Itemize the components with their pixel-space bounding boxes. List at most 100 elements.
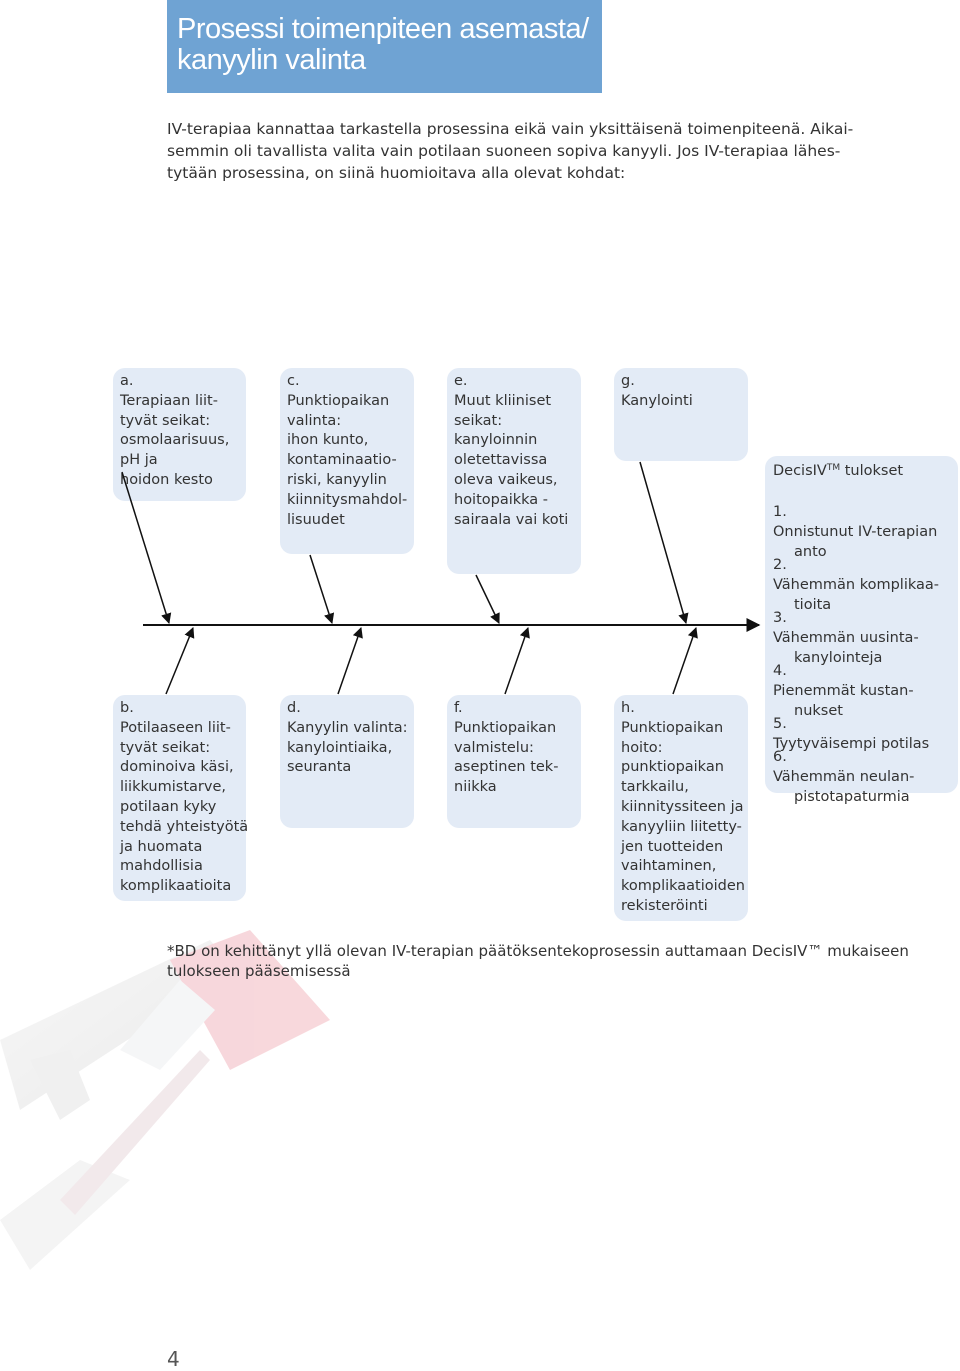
factor-box-e: e. Muut kliiniset seikat: kanyloinnin ol… <box>447 368 581 574</box>
factor-text: kiinnitysmahdol- <box>287 491 408 508</box>
result-number: 3. <box>773 610 787 626</box>
factor-text: osmolaarisuus, <box>120 432 230 449</box>
branch-arrow-f <box>504 627 530 695</box>
result-text: pistotapaturmia <box>794 789 910 805</box>
factor-text: lisuudet <box>287 511 345 528</box>
result-text: Tyytyväisempi potilas <box>773 736 930 752</box>
factor-letter: e. <box>454 373 468 389</box>
result-item: 5. Tyytyväisempi potilas <box>773 714 929 754</box>
result-text: Vähemmän neulan- <box>773 769 915 785</box>
factor-letter: h. <box>621 700 635 716</box>
result-text: Vähemmän uusinta- <box>773 630 919 646</box>
results-title-text: DecisIV <box>773 463 827 479</box>
factor-text: kontaminaatio- <box>287 452 397 469</box>
factor-text: niikka <box>454 779 497 796</box>
branch-arrow-h <box>672 627 698 695</box>
factor-text: ihon kunto, <box>287 432 369 449</box>
factor-letter: c. <box>287 373 300 389</box>
factor-text: tehdä yhteistyötä <box>120 818 249 835</box>
result-item: 1. Onnistunut IV-terapian anto <box>773 502 937 562</box>
branch-arrow-b <box>165 627 195 695</box>
factor-text: rekisteröinti <box>621 897 708 914</box>
result-text: anto <box>794 544 827 560</box>
factor-text: Punktiopaikan <box>621 719 724 736</box>
branch-arrow-e <box>475 574 500 624</box>
factor-text: hoitopaikka - <box>454 491 549 508</box>
factor-text: tarkkailu, <box>621 779 689 796</box>
result-text: Onnistunut IV-terapian <box>773 524 938 540</box>
footnote-line: *BD on kehittänyt yllä olevan IV-terapia… <box>167 942 909 960</box>
factor-text: jen tuotteiden <box>621 838 724 855</box>
factor-text: dominoiva käsi, <box>120 759 234 776</box>
factor-text: Kanylointi <box>621 392 693 409</box>
title-line-2: kanyylin valinta <box>177 44 366 76</box>
factor-text: aseptinen tek- <box>454 759 559 776</box>
result-item: 4. Pienemmät kustan- nukset <box>773 661 914 721</box>
factor-text: kanylointiaika, <box>287 739 393 756</box>
factor-text: seikat: <box>454 412 503 429</box>
factor-text: Potilaaseen liit- <box>120 719 231 736</box>
factor-text: ja huomata <box>120 838 203 855</box>
factor-text: liikkumistarve, <box>120 779 226 796</box>
page-number: 4 <box>167 1347 180 1371</box>
factor-letter: d. <box>287 700 301 716</box>
factor-text: tyvät seikat: <box>120 412 211 429</box>
footnote: *BD on kehittänyt yllä olevan IV-terapia… <box>167 941 909 981</box>
factor-letter: g. <box>621 373 635 389</box>
factor-box-c: c. Punktiopaikan valinta: ihon kunto, ko… <box>280 368 414 554</box>
factor-text: valmistelu: <box>454 739 534 756</box>
footnote-line: tulokseen pääsemisessä <box>167 962 351 980</box>
results-title-suffix: tulokset <box>840 463 904 479</box>
factor-text: potilaan kyky <box>120 798 217 815</box>
factor-text: pH ja <box>120 452 158 469</box>
result-text: Vähemmän komplikaa- <box>773 577 940 593</box>
factor-text: Punktiopaikan <box>454 719 557 736</box>
result-text: kanylointeja <box>794 650 883 666</box>
intro-paragraph: IV-terapiaa kannattaa tarkastella proses… <box>167 118 867 184</box>
factor-text: oleva vaikeus, <box>454 471 558 488</box>
factor-text: hoito: <box>621 739 663 756</box>
cannula-image <box>0 930 330 1270</box>
result-number: 4. <box>773 663 787 679</box>
title-banner: Prosessi toimenpiteen asemasta/ kanyylin… <box>167 0 602 93</box>
factor-box-a: a. Terapiaan liit- tyvät seikat: osmolaa… <box>113 368 246 501</box>
factor-text: oletettavissa <box>454 452 548 469</box>
factor-box-b: b. Potilaaseen liit- tyvät seikat: domin… <box>113 695 249 901</box>
factor-text: vaihtaminen, <box>621 858 717 875</box>
factor-text: kiinnityssiteen ja <box>621 798 744 815</box>
trademark-mark: TM <box>826 463 841 473</box>
result-number: 1. <box>773 504 787 520</box>
result-number: 5. <box>773 716 787 732</box>
branch-arrow-c <box>309 554 335 624</box>
branch-arrow-d <box>337 627 363 695</box>
factor-text: mahdollisia <box>120 858 203 875</box>
factor-box-f: f. Punktiopaikan valmistelu: aseptinen t… <box>447 695 581 828</box>
factor-text: punktiopaikan <box>621 759 724 776</box>
factor-text: Kanyylin valinta: <box>287 719 408 736</box>
factor-text: seuranta <box>287 759 352 776</box>
results-box: DecisIVTM tulokset 1. Onnistunut IV-tera… <box>765 456 958 805</box>
factor-letter: f. <box>454 700 463 716</box>
factor-box-h: h. Punktiopaikan hoito: punktiopaikan ta… <box>614 695 748 921</box>
factor-text: kanyloinnin <box>454 432 538 449</box>
result-number: 2. <box>773 557 787 573</box>
factor-text: kanyyliin liitetty- <box>621 818 742 835</box>
factor-text: tyvät seikat: <box>120 739 211 756</box>
result-item: 3. Vähemmän uusinta- kanylointeja <box>773 608 919 668</box>
result-text: nukset <box>794 703 843 719</box>
factor-text: Muut kliiniset <box>454 392 552 409</box>
intro-line: tytään prosessina, on siinä huomioitava … <box>167 164 626 182</box>
intro-line: semmin oli tavallista valita vain potila… <box>167 142 841 160</box>
factor-text: valinta: <box>287 412 342 429</box>
branch-arrow-g <box>639 461 689 625</box>
branch-arrow-a <box>121 471 172 625</box>
factor-text: komplikaatioita <box>120 878 232 895</box>
result-text: tioita <box>794 597 832 613</box>
factor-text: komplikaatioiden <box>621 878 745 895</box>
factor-text: hoidon kesto <box>120 471 213 488</box>
title-line-1: Prosessi toimenpiteen asemasta/ <box>177 13 589 45</box>
factor-text: riski, kanyylin <box>287 471 387 488</box>
results-title: DecisIVTM tulokset <box>773 463 903 479</box>
result-number: 6. <box>773 749 787 765</box>
